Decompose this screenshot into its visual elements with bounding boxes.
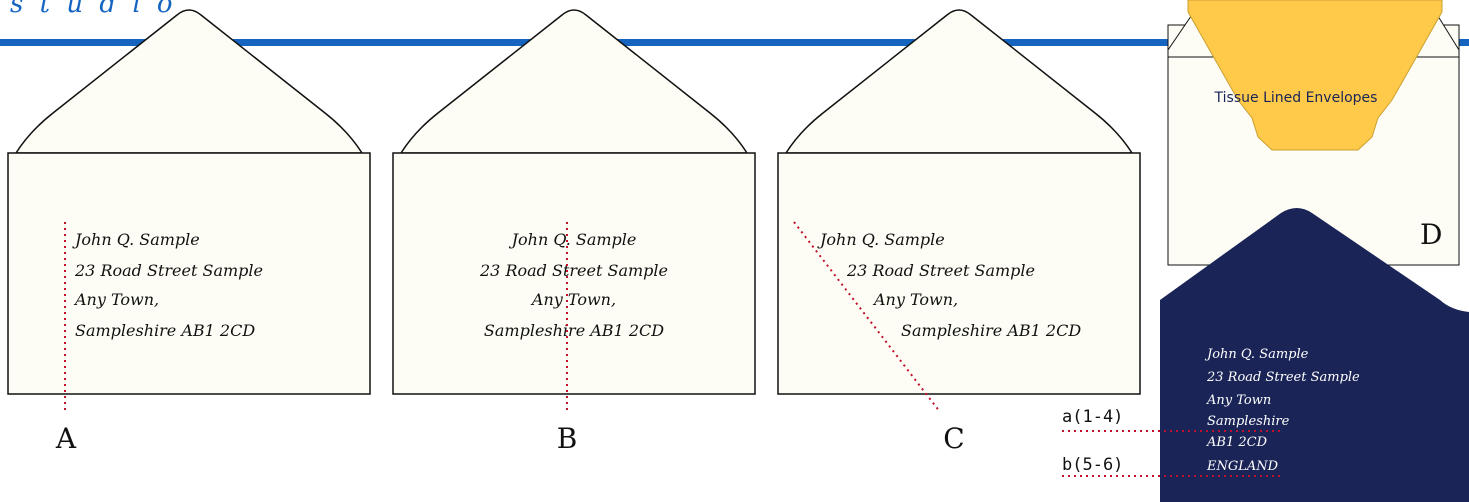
alignment-guide — [793, 221, 941, 413]
address-line: John Q. Sample — [509, 230, 637, 249]
envelope-body — [392, 152, 756, 395]
address-line: Any Town, — [73, 290, 159, 309]
address-line: John Q. Sample — [817, 230, 945, 249]
navy-address-line: Any Town — [1206, 393, 1271, 408]
envelope-flap — [784, 9, 1134, 154]
navy-address-line: AB1 2CD — [1206, 435, 1268, 450]
address-line: Sampleshire AB1 2CD — [75, 321, 255, 340]
annotation-b: b(5-6) — [1062, 455, 1123, 475]
tissue-lining — [1187, 0, 1443, 151]
navy-address-line: Sampleshire — [1207, 414, 1290, 429]
address-line: John Q. Sample — [72, 230, 200, 249]
address-line: Any Town, — [872, 290, 958, 309]
navy-address-line: 23 Road Street Sample — [1206, 370, 1360, 385]
letter-label: C — [943, 422, 964, 455]
address-line: Sampleshire AB1 2CD — [901, 321, 1081, 340]
envelope-body — [7, 152, 371, 395]
navy-address-line: ENGLAND — [1206, 459, 1279, 474]
address-line: 23 Road Street Sample — [74, 261, 263, 280]
studio-logo-fragment: s t u d i o — [10, 0, 176, 19]
letter-label: B — [557, 422, 578, 455]
address-line: 23 Road Street Sample — [846, 261, 1035, 280]
address-line: Any Town, — [530, 290, 616, 309]
address-line: 23 Road Street Sample — [479, 261, 668, 280]
navy-address-line: John Q. Sample — [1204, 347, 1309, 362]
navy-envelope-body — [1160, 316, 1469, 502]
envelope-flap — [14, 9, 364, 154]
tissue-label: Tissue Lined Envelopes — [1214, 90, 1378, 106]
envelope-body — [777, 152, 1141, 395]
navy-envelope-flap — [1160, 208, 1469, 316]
envelope-flap — [399, 9, 749, 154]
header-blue-bar — [0, 39, 1469, 46]
letter-d: D — [1420, 218, 1442, 251]
letter-label: A — [55, 422, 77, 455]
address-line: Sampleshire AB1 2CD — [484, 321, 664, 340]
annotation-a: a(1-4) — [1062, 407, 1123, 427]
